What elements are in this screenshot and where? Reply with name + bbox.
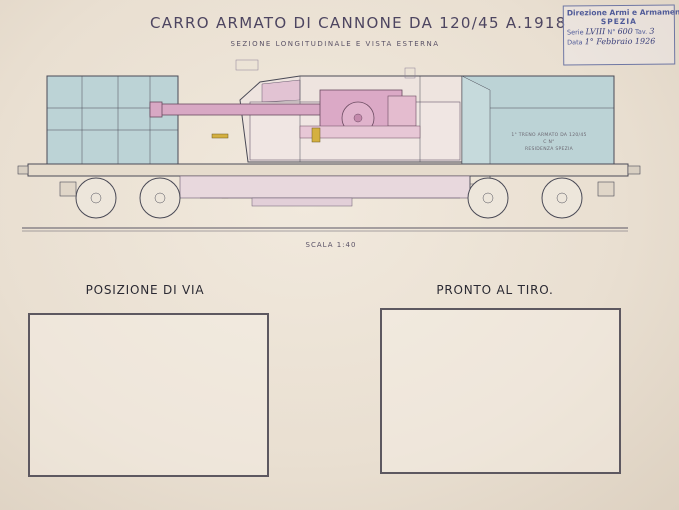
scale-label: SCALA 1:40 xyxy=(305,241,357,249)
wagon-nameplate: 1° TRENO ARMATO DA 120/45 C N° RESIDENZA… xyxy=(511,133,587,152)
wheels xyxy=(75,177,583,219)
chassis-frame xyxy=(27,163,629,177)
panel-travel-position xyxy=(28,313,269,477)
panel-firing-position xyxy=(380,308,621,474)
left-car-body xyxy=(46,75,179,165)
panel-label-firing: PRONTO AL TIRO. xyxy=(436,283,554,297)
drawing-subtitle: SEZIONE LONGITUDINALE E VISTA ESTERNA xyxy=(230,40,440,48)
drawing-title: CARRO ARMATO DI CANNONE DA 120/45 A.1918 xyxy=(150,14,567,32)
archive-stamp: Direzione Armi e Armamenti Navali SPEZIA… xyxy=(562,4,679,66)
panel-label-travel: POSIZIONE DI VIA xyxy=(85,283,205,297)
stamp-line1: Direzione Armi e Armamenti Navali xyxy=(566,7,679,18)
stamp-date-row: Data 1° Febbraio 1926 xyxy=(567,36,656,47)
